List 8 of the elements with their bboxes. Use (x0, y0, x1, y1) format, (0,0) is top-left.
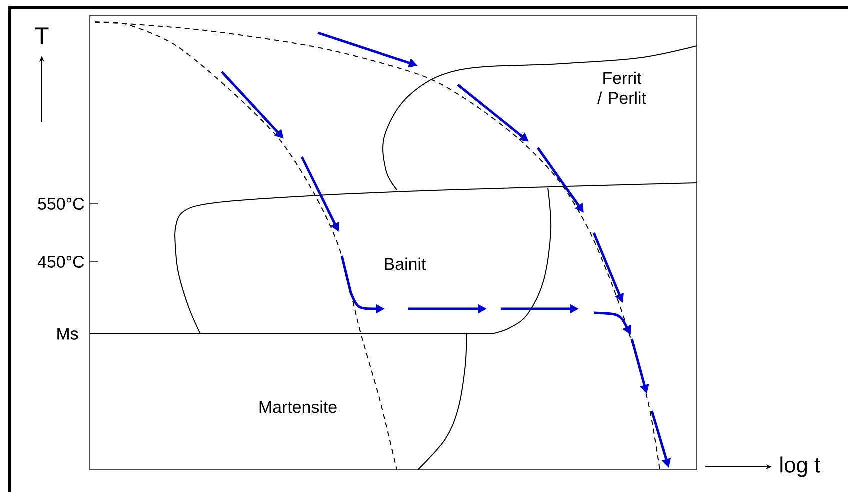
region-label: Bainit (385, 258, 426, 270)
region-label: Martensite (260, 400, 337, 414)
axis-label: T (35, 28, 49, 44)
region-label: Ferrit / Perlit (598, 72, 646, 104)
tick-label: 450°C (38, 256, 84, 268)
tick-label: 550°C (38, 198, 84, 210)
axis-label: log t (780, 456, 820, 478)
tick-label: Ms (58, 328, 78, 340)
